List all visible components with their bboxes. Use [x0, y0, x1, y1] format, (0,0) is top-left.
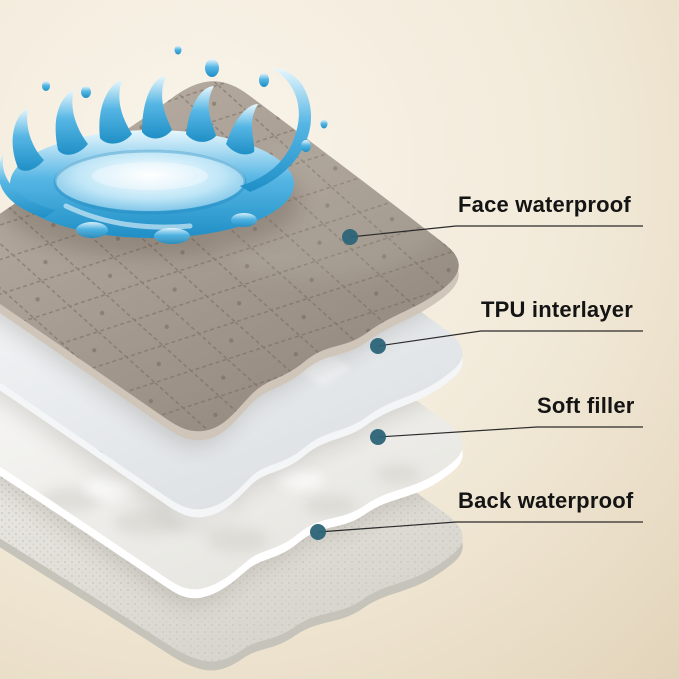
callout-lines	[317, 225, 643, 533]
callout-dot-back	[310, 524, 326, 540]
callout-label-back-waterproof: Back waterproof	[458, 488, 634, 513]
callout-dot-filler	[370, 429, 386, 445]
callout-line-filler	[377, 426, 643, 438]
callout-label-soft-filler: Soft filler	[537, 393, 635, 418]
callout-dot-face	[342, 229, 358, 245]
water-splash	[0, 45, 328, 244]
callout-label-face-waterproof: Face waterproof	[458, 192, 631, 217]
splash-crown	[0, 68, 312, 218]
callout-dots	[310, 229, 386, 540]
callout-line-tpu	[377, 330, 643, 347]
callout-line-face	[349, 225, 643, 238]
callout-line-back	[317, 521, 643, 533]
callout-label-tpu-interlayer: TPU interlayer	[481, 297, 633, 322]
callout-dot-tpu	[370, 338, 386, 354]
splash-droplets	[42, 45, 328, 152]
